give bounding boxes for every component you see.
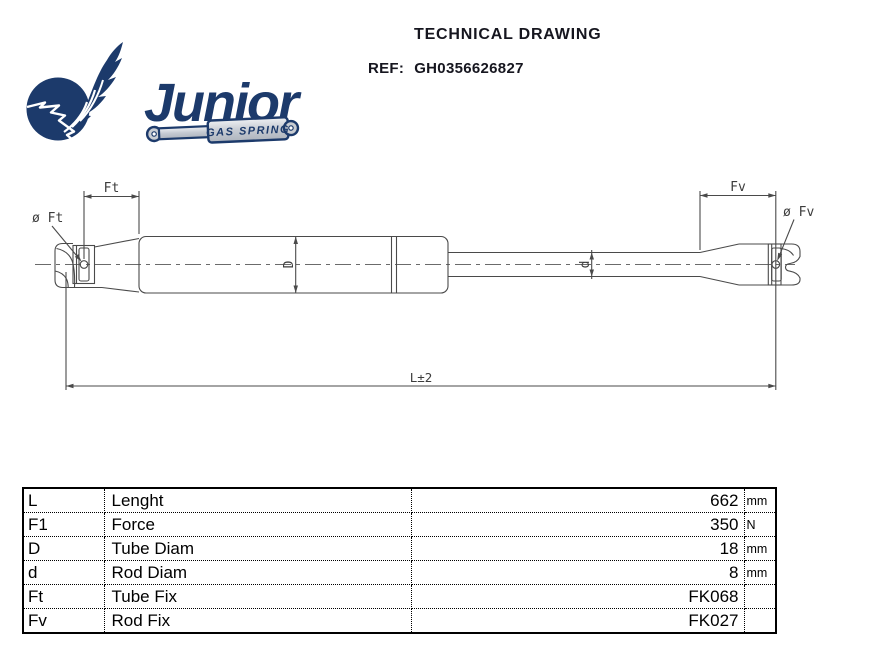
row-unit: N bbox=[743, 512, 777, 537]
ref-line: REF: GH0356626827 bbox=[368, 60, 524, 77]
row-symbol: D bbox=[22, 536, 105, 561]
row-symbol: L bbox=[22, 487, 105, 513]
gas-spring-badge-icon: GAS SPRING bbox=[145, 116, 300, 144]
row-name: Force bbox=[103, 512, 412, 537]
row-symbol: F1 bbox=[22, 512, 105, 537]
table-row: Ft Tube Fix FK068 bbox=[22, 584, 777, 609]
row-unit: mm bbox=[743, 487, 777, 513]
ref-label: REF: bbox=[368, 60, 405, 77]
row-value: 8 bbox=[410, 560, 745, 585]
row-symbol: Ft bbox=[22, 584, 105, 609]
spec-table: L Lenght 662 mm F1 Force 350 N D Tube Di… bbox=[22, 487, 777, 634]
table-row: d Rod Diam 8 mm bbox=[22, 560, 777, 585]
tube-body bbox=[138, 235, 449, 294]
row-name: Tube Fix bbox=[103, 584, 412, 609]
ft-dia-leader bbox=[51, 225, 77, 256]
row-name: Rod Diam bbox=[103, 560, 412, 585]
row-name: Lenght bbox=[103, 487, 412, 513]
tube-fix-fitting bbox=[54, 237, 140, 293]
row-value: 662 bbox=[410, 487, 745, 513]
brand-tagline: GAS SPRING bbox=[206, 124, 291, 140]
row-unit bbox=[743, 584, 777, 609]
table-row: F1 Force 350 N bbox=[22, 512, 777, 537]
table-row: D Tube Diam 18 mm bbox=[22, 536, 777, 561]
row-name: Tube Diam bbox=[103, 536, 412, 561]
table-row: L Lenght 662 mm bbox=[22, 487, 777, 513]
ft-dia-label: ø Ft bbox=[32, 211, 63, 226]
row-value: 18 bbox=[410, 536, 745, 561]
fv-dia-label: ø Fv bbox=[783, 205, 814, 220]
brand-logo: Junior GAS SPRING bbox=[26, 42, 304, 161]
page-title: TECHNICAL DRAWING bbox=[414, 26, 602, 43]
rod bbox=[448, 251, 700, 278]
ref-value: GH0356626827 bbox=[414, 60, 524, 77]
ft-dim-label: Ft bbox=[104, 181, 120, 196]
fv-dim-label: Fv bbox=[730, 180, 746, 195]
length-dim-label: L±2 bbox=[410, 370, 433, 385]
length-dimension bbox=[65, 272, 776, 390]
fv-dia-leader bbox=[779, 219, 795, 254]
row-unit: mm bbox=[743, 536, 777, 561]
rod-diam-label: d bbox=[578, 261, 593, 269]
row-unit: mm bbox=[743, 560, 777, 585]
row-value: 350 bbox=[410, 512, 745, 537]
row-value: FK068 bbox=[410, 584, 745, 609]
table-row: Fv Rod Fix FK027 bbox=[22, 608, 777, 634]
ft-dimension bbox=[83, 191, 140, 259]
row-unit bbox=[743, 608, 777, 634]
row-symbol: d bbox=[22, 560, 105, 585]
row-symbol: Fv bbox=[22, 608, 105, 634]
tube-diam-label: D bbox=[282, 260, 297, 268]
fv-dimension bbox=[699, 191, 777, 390]
row-value: FK027 bbox=[410, 608, 745, 634]
row-name: Rod Fix bbox=[103, 608, 412, 634]
eagle-icon bbox=[26, 42, 123, 161]
